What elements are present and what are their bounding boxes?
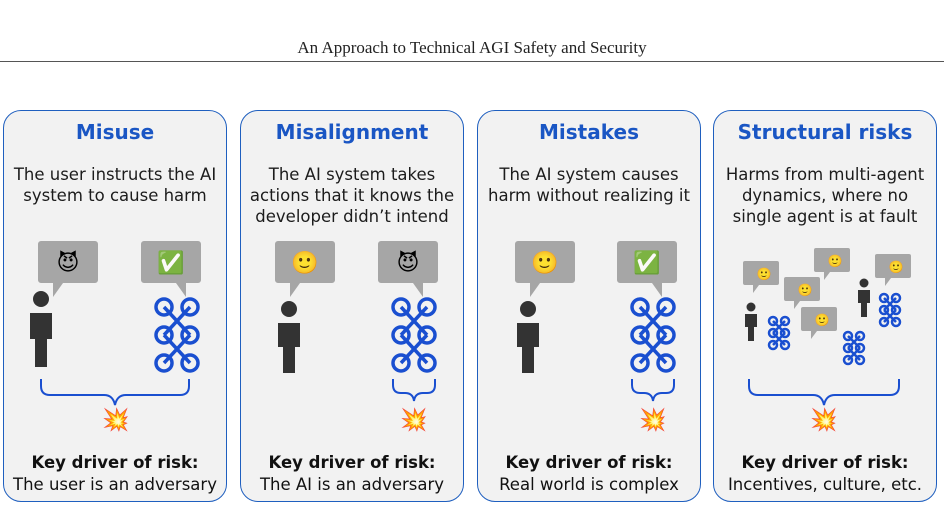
- description-line: The user instructs the AI: [13, 165, 217, 184]
- panel-title: Misalignment: [275, 120, 429, 144]
- key-driver-text: The user is an adversary: [13, 475, 217, 494]
- key-driver-text: The AI is an adversary: [259, 475, 445, 494]
- key-driver-label: Key driver of risk:: [741, 453, 909, 472]
- person-icon: [858, 278, 870, 317]
- panel-mistakes: Mistakes The AI system causes harm witho…: [477, 110, 701, 502]
- key-driver-label: Key driver of risk:: [268, 453, 436, 472]
- neural-network-icon: [878, 292, 902, 328]
- speech-bubble: 😈: [378, 241, 438, 297]
- person-icon: [517, 301, 539, 373]
- description-line: Harms from multi-agent: [725, 165, 925, 184]
- description-line: system to cause harm: [23, 186, 207, 205]
- structural-risks-illustration: 🙂 🙂 🙂 🙂 🙂 💥: [743, 248, 911, 433]
- header-rule: [0, 61, 944, 62]
- description-line: The AI system causes: [499, 165, 679, 184]
- speech-bubble: ✅: [141, 241, 201, 297]
- person-icon: [278, 301, 300, 373]
- smiley-icon: 🙂: [828, 254, 843, 268]
- description-line: harm without realizing it: [488, 186, 690, 205]
- key-driver-label: Key driver of risk:: [505, 453, 673, 472]
- brace: [392, 379, 436, 402]
- panel-description: The AI system takes actions that it know…: [245, 164, 459, 227]
- smiley-icon: 🙂: [798, 283, 813, 297]
- speech-bubble: ✅: [617, 241, 677, 297]
- panel-description: The user instructs the AI system to caus…: [8, 164, 222, 206]
- speech-bubble: 🙂: [801, 307, 837, 339]
- key-driver-text: Incentives, culture, etc.: [727, 475, 923, 494]
- panel-structural-risks: Structural risks Harms from multi-agent …: [713, 110, 937, 502]
- harm-icon: 💥: [400, 407, 427, 433]
- harm-icon: 💥: [639, 407, 666, 433]
- description-line: single agent is at fault: [732, 207, 918, 226]
- panel-description: Harms from multi-agent dynamics, where n…: [718, 164, 932, 227]
- misuse-illustration: 😈 ✅ 💥: [30, 241, 201, 433]
- panel-misuse: Misuse The user instructs the AI system …: [3, 110, 227, 502]
- panel-misalignment: Misalignment The AI system takes actions…: [240, 110, 464, 502]
- smiley-icon: 🙂: [815, 313, 830, 327]
- smiley-icon: 🙂: [889, 260, 904, 274]
- person-icon: [30, 291, 52, 367]
- page-title: An Approach to Technical AGI Safety and …: [297, 38, 647, 57]
- smiley-icon: 🙂: [291, 250, 318, 275]
- harm-icon: 💥: [810, 407, 837, 433]
- check-icon: ✅: [157, 250, 184, 275]
- key-driver-text: Real world is complex: [499, 475, 679, 494]
- neural-network-icon: [630, 297, 676, 373]
- check-icon: ✅: [633, 250, 660, 275]
- devil-icon: 😈: [57, 250, 80, 275]
- person-icon: [745, 302, 757, 341]
- speech-bubble: 🙂: [784, 277, 820, 309]
- speech-bubble: 🙂: [515, 241, 575, 297]
- devil-icon: 😈: [397, 250, 420, 275]
- page-header: An Approach to Technical AGI Safety and …: [0, 0, 944, 64]
- mistakes-illustration: 🙂 ✅ 💥: [515, 241, 677, 433]
- panel-title: Misuse: [75, 120, 155, 144]
- neural-network-icon: [767, 315, 791, 351]
- neural-network-icon: [154, 297, 200, 373]
- brace: [748, 379, 900, 406]
- smiley-icon: 🙂: [531, 250, 558, 275]
- speech-bubble: 😈: [38, 241, 98, 297]
- neural-network-icon: [842, 330, 866, 366]
- brace: [40, 379, 190, 406]
- harm-icon: 💥: [102, 407, 129, 433]
- description-line: developer didn’t intend: [255, 207, 449, 226]
- panel-description: The AI system causes harm without realiz…: [482, 164, 696, 206]
- neural-network-icon: [391, 297, 437, 373]
- description-line: The AI system takes: [268, 165, 436, 184]
- key-driver-label: Key driver of risk:: [31, 453, 199, 472]
- brace: [631, 379, 675, 402]
- description-line: dynamics, where no: [741, 186, 909, 205]
- speech-bubble: 🙂: [743, 261, 779, 293]
- speech-bubble: 🙂: [814, 248, 850, 280]
- smiley-icon: 🙂: [757, 267, 772, 281]
- misalignment-illustration: 🙂 😈 💥: [275, 241, 438, 433]
- speech-bubble: 🙂: [875, 254, 911, 286]
- speech-bubble: 🙂: [275, 241, 335, 297]
- panel-title: Structural risks: [737, 120, 913, 144]
- panel-title: Mistakes: [539, 120, 639, 144]
- description-line: actions that it knows the: [249, 186, 455, 205]
